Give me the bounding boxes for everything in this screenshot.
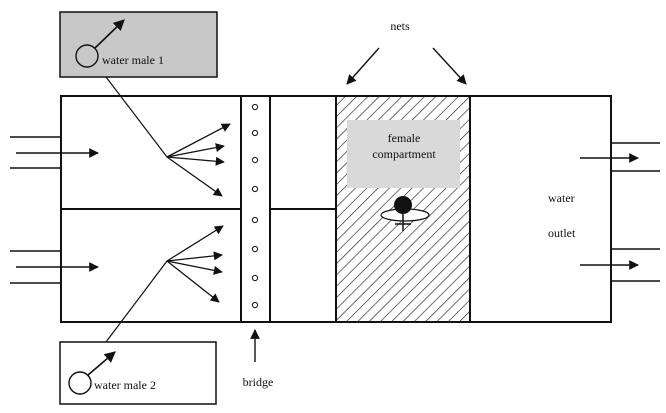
male2-connector bbox=[105, 260, 168, 343]
male2-box bbox=[59, 341, 217, 405]
male-symbol-icon bbox=[75, 19, 125, 68]
female-compartment-label-1: female bbox=[388, 131, 421, 145]
male1-box bbox=[59, 11, 218, 78]
female-compartment-box bbox=[347, 120, 460, 188]
water-outlet-label-2: outlet bbox=[548, 226, 576, 240]
male-symbol-icon bbox=[68, 351, 116, 395]
male1-spread-arrows bbox=[166, 123, 231, 197]
nets-arrow-left bbox=[346, 47, 380, 85]
female-compartment-label-2: compartment bbox=[372, 147, 436, 161]
bridge-holes bbox=[251, 103, 259, 309]
outlet-pipes bbox=[611, 142, 660, 282]
female-symbol-icon bbox=[380, 196, 430, 231]
male1-label: water male 1 bbox=[102, 53, 164, 67]
bridge-label: bridge bbox=[243, 375, 274, 389]
nets-arrow-right bbox=[432, 47, 467, 85]
water-outlet-label-1: water bbox=[548, 191, 575, 205]
male2-label: water male 2 bbox=[94, 378, 156, 392]
male1-connector bbox=[105, 76, 168, 158]
male2-spread-arrows bbox=[166, 225, 224, 303]
nets-label: nets bbox=[390, 19, 410, 33]
inlet-pipes bbox=[10, 136, 61, 284]
